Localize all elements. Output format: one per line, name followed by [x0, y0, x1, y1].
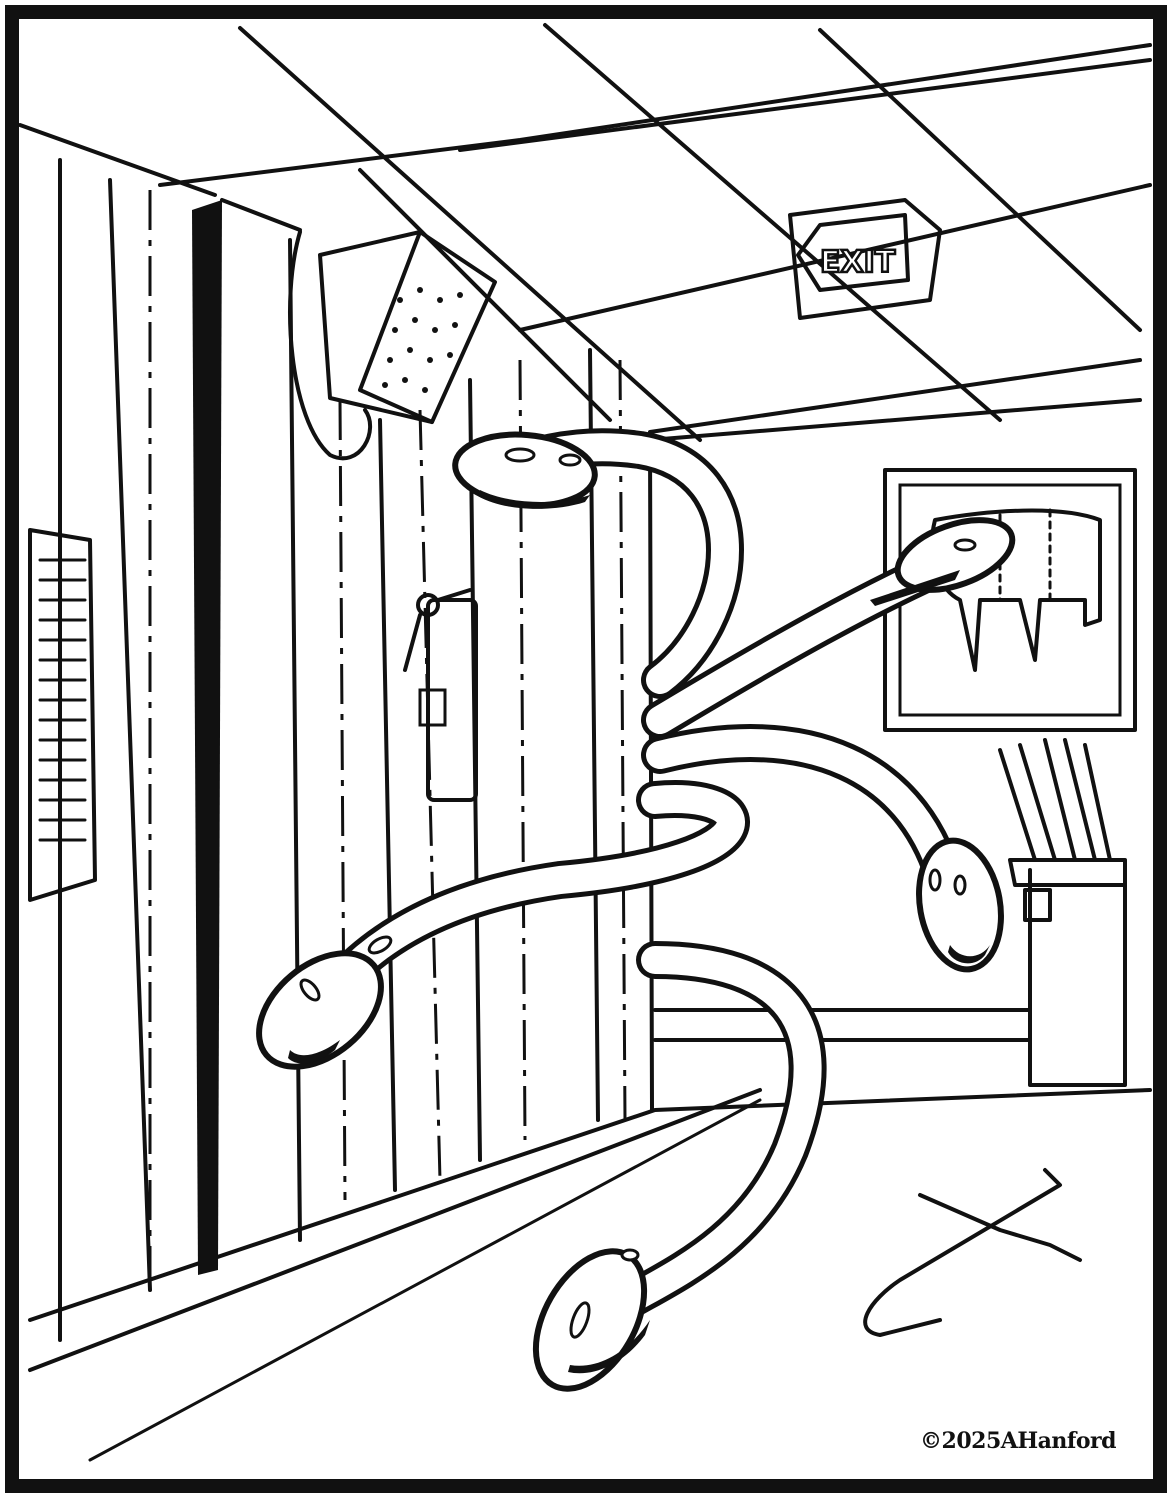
exit-sign: EXIT — [788, 198, 942, 320]
back-wall — [28, 398, 1152, 1462]
wall-speaker — [288, 230, 497, 461]
exit-sign-text: EXIT — [820, 245, 896, 280]
pencil-cup — [998, 738, 1127, 1087]
cow-chart-poster — [883, 468, 1137, 732]
pillar-wall — [28, 158, 654, 1342]
fire-extinguisher — [403, 588, 478, 802]
artist-signature: ©2025AHanford — [920, 1428, 1116, 1454]
panel-border — [5, 5, 1167, 1493]
tentacles — [256, 428, 1016, 1392]
tools — [863, 1168, 1082, 1337]
ceiling-grid — [18, 23, 1152, 442]
